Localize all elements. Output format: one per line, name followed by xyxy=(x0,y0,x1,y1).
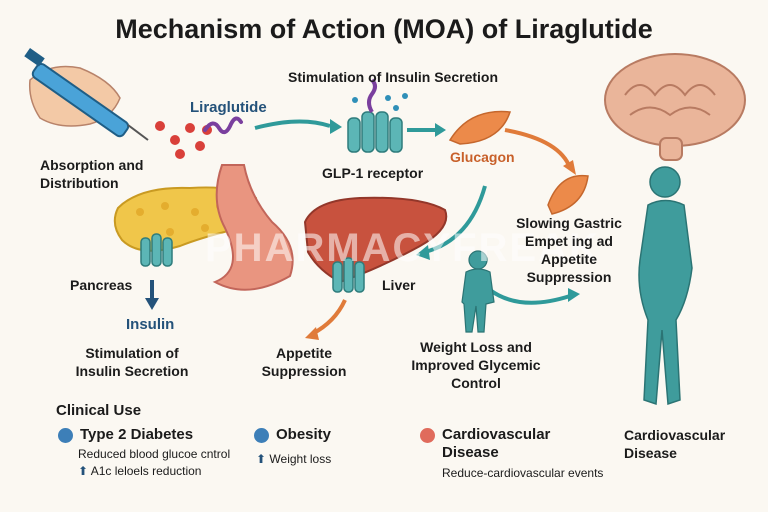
drug-particles-icon xyxy=(155,116,243,159)
obesity-label: Obesity xyxy=(276,426,332,443)
cardiovascular-sub1: Reduce-cardiovascular events xyxy=(442,466,604,480)
type2-diabetes-label: Type 2 Diabetes xyxy=(80,426,194,443)
gastric-line1: Slowing Gastric xyxy=(516,215,622,231)
watermark-text: PHARMACYFREAK xyxy=(205,226,600,270)
gastric-line3: Appetite xyxy=(541,251,597,267)
glucagon-label: Glucagon xyxy=(450,149,515,165)
weight-line2: Improved Glycemic xyxy=(411,357,541,373)
stomach-icon xyxy=(547,174,589,215)
gastric-line2: Empet ing ad xyxy=(525,233,613,249)
cardiovascular-line1: Cardiovascular xyxy=(442,426,551,443)
weight-line3: Control xyxy=(451,375,501,391)
arrow-up-icon: ⬆ xyxy=(78,464,89,478)
weight-loss-label: Weight Loss and Improved Glycemic Contro… xyxy=(396,338,556,392)
type2-diabetes-dot-icon xyxy=(58,428,73,443)
insulin-label: Insulin xyxy=(126,316,175,333)
appetite-suppression-label: Appetite Suppression xyxy=(244,344,364,380)
cardio-right-label: Cardiovascular Disease xyxy=(624,426,725,462)
glp1-receptor-label: GLP-1 receptor xyxy=(322,165,424,181)
type2-diabetes-sub2-row: ⬆ A1c leloels reduction xyxy=(78,464,201,479)
obesity-sub1: Weight loss xyxy=(269,452,332,466)
absorption-line2: Distribution xyxy=(40,175,119,191)
type2-diabetes-sub1: Reduced blood glucoe cntrol xyxy=(78,447,231,461)
stimulation-bottom-label: Stimulation of Insulin Secretion xyxy=(62,344,202,380)
stimulation-top-label: Stimulation of Insulin Secretion xyxy=(288,69,499,85)
gastric-emptying-label: Slowing Gastric Empet ing ad Appetite Su… xyxy=(500,214,638,286)
weight-line1: Weight Loss and xyxy=(420,339,532,355)
cardio-right-line2: Disease xyxy=(624,445,677,461)
cardiovascular-label: Cardiovascular Disease xyxy=(442,426,550,462)
syringe-icon xyxy=(24,48,149,141)
cardiovascular-dot-icon xyxy=(420,428,435,443)
stimulation-bottom-line2: Insulin Secretion xyxy=(75,363,189,379)
liraglutide-label: Liraglutide xyxy=(190,99,267,116)
brain-icon xyxy=(604,53,746,161)
clinical-use-heading: Clinical Use xyxy=(56,402,142,419)
receptor-icon xyxy=(347,111,403,153)
stimulation-bottom-line1: Stimulation of xyxy=(85,345,179,361)
absorption-label: Absorption and Distribution xyxy=(40,156,143,192)
appetite-line2: Suppression xyxy=(261,363,347,379)
type2-diabetes-sub2: A1c leloels reduction xyxy=(90,464,202,478)
cardiovascular-line2: Disease xyxy=(442,444,499,461)
human-figure-icon xyxy=(638,166,693,406)
appetite-line1: Appetite xyxy=(276,345,332,361)
gastric-line4: Suppression xyxy=(526,269,612,285)
obesity-dot-icon xyxy=(254,428,269,443)
cardio-right-line1: Cardiovascular xyxy=(624,427,726,443)
arrow-up-icon: ⬆ xyxy=(256,452,267,466)
liver-label: Liver xyxy=(382,277,416,293)
page-title: Mechanism of Action (MOA) of Liraglutide xyxy=(115,14,653,44)
pancreas-label: Pancreas xyxy=(70,277,133,293)
absorption-line1: Absorption and xyxy=(40,157,144,173)
obesity-sub-row: ⬆ Weight loss xyxy=(256,452,331,467)
